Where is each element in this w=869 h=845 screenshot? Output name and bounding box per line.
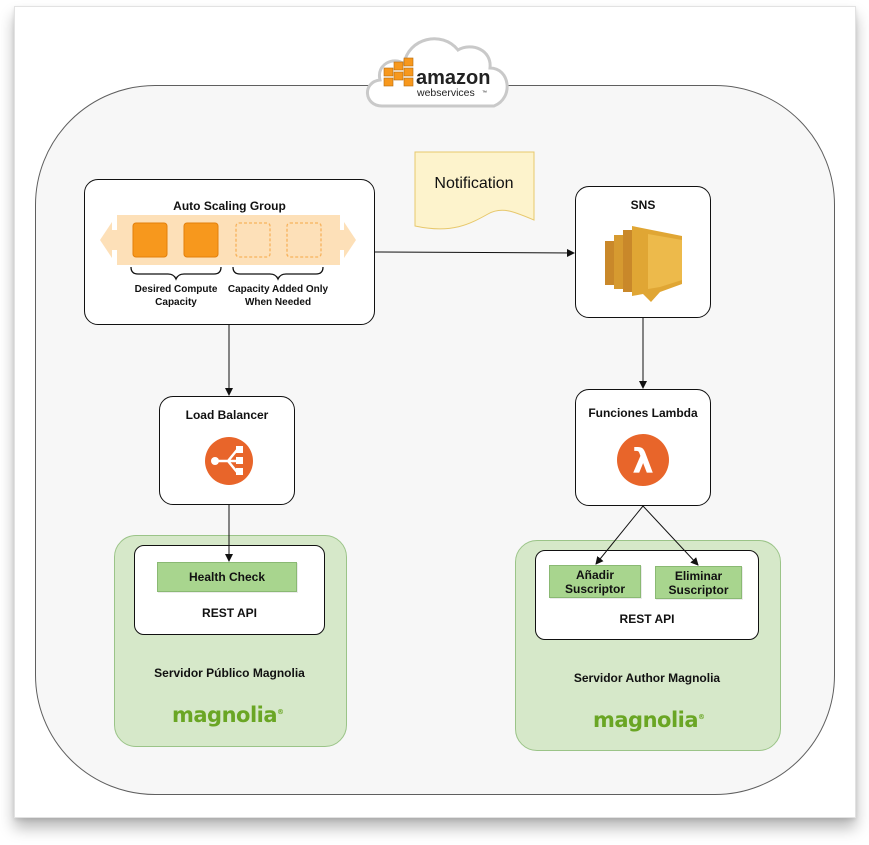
author-server-name: Servidor Author Magnolia xyxy=(573,671,721,685)
aws-logo: amazon webservices ™ xyxy=(366,37,509,108)
load-balancer-box: Load Balancer xyxy=(159,396,295,505)
public-server-name: Servidor Público Magnolia xyxy=(154,666,305,680)
sns-box: SNS xyxy=(575,186,711,318)
capacity-added-label: Capacity Added Only When Needed xyxy=(227,284,329,308)
aws-sub-text: webservices xyxy=(416,87,475,99)
auto-scaling-title: Auto Scaling Group xyxy=(173,199,286,213)
health-check-button[interactable]: Health Check xyxy=(157,562,297,592)
sns-title: SNS xyxy=(630,198,656,212)
add-subscriber-button[interactable]: Añadir Suscriptor xyxy=(549,565,641,598)
author-rest-api-label: REST API xyxy=(619,612,675,626)
remove-subscriber-button[interactable]: Eliminar Suscriptor xyxy=(655,566,742,599)
aws-tm-text: ™ xyxy=(482,90,487,96)
public-rest-api-label: REST API xyxy=(202,606,257,620)
cloud-shape-icon xyxy=(366,37,509,108)
magnolia-logo-author: magnolia® xyxy=(593,708,705,732)
load-balancer-title: Load Balancer xyxy=(185,408,269,422)
aws-brand-text: amazon xyxy=(416,67,490,89)
desired-capacity-label: Desired Compute Capacity xyxy=(134,284,218,308)
lambda-box: Funciones Lambda xyxy=(575,389,711,506)
lambda-title: Funciones Lambda xyxy=(588,406,698,420)
magnolia-logo-public: magnolia® xyxy=(172,703,284,727)
aws-cubes-icon xyxy=(383,57,414,87)
